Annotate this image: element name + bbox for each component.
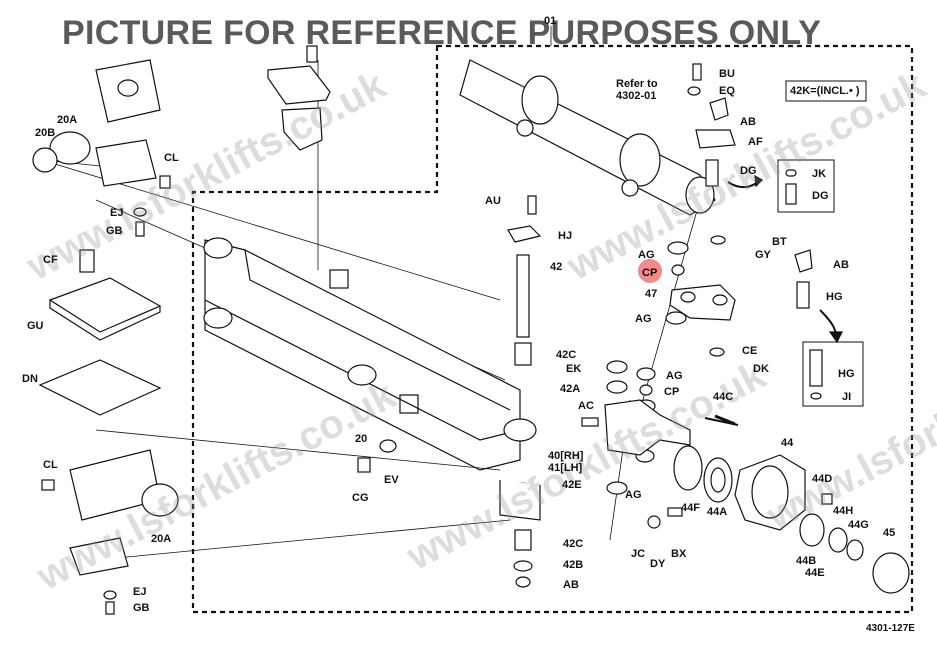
part-label: EJ — [133, 586, 147, 598]
part-label: HJ — [558, 230, 573, 242]
part-label: 47 — [645, 288, 658, 300]
hub-cap — [872, 552, 910, 594]
part-label: EK — [566, 363, 582, 375]
part-label: BT — [772, 236, 787, 248]
part-label: CF — [43, 254, 58, 266]
part-label: DG — [812, 190, 829, 202]
highlight-marker — [638, 259, 662, 283]
part-label: BU — [719, 68, 735, 80]
part-label: HG — [838, 368, 855, 380]
part-label: 44H — [833, 505, 854, 517]
part-label: GU — [27, 320, 44, 332]
part-label: 42C — [556, 349, 577, 361]
part-label: DK — [753, 363, 769, 375]
part-label: DG — [740, 165, 757, 177]
steering-cylinder — [459, 59, 716, 216]
part-label: GY — [755, 249, 771, 261]
part-label: DN — [22, 373, 38, 385]
part-label: EQ — [719, 85, 735, 97]
part-label: 20B — [35, 127, 56, 139]
part-label-highlighted: CP — [642, 267, 658, 279]
part-label: 44E — [805, 567, 825, 579]
part-label: JI — [842, 391, 852, 403]
mount-block-top — [95, 59, 161, 123]
part-label: AC — [578, 400, 594, 412]
reference-banner: PICTURE FOR REFERENCE PURPOSES ONLY — [62, 14, 822, 52]
part-label: 42 — [550, 261, 563, 273]
part-label: 44G — [848, 519, 869, 531]
part-label: EJ — [110, 207, 124, 219]
part-label: AG — [625, 489, 642, 501]
part-label: 44B — [796, 555, 817, 567]
steering-knuckle — [604, 399, 691, 456]
legend-box — [785, 80, 867, 102]
part-label: 42A — [560, 383, 581, 395]
part-label: JK — [812, 168, 827, 180]
figure-code: 4301-127E — [866, 623, 915, 634]
part-label: AB — [740, 116, 756, 128]
steering-arm — [669, 284, 736, 321]
part-label: JC — [631, 548, 646, 560]
part-label: AU — [485, 195, 501, 207]
part-label: AG — [635, 313, 652, 325]
part-label: 44A — [707, 506, 728, 518]
part-label: GB — [133, 602, 150, 614]
part-label: CL — [43, 459, 58, 471]
refer-note-line2: 4302-01 — [616, 90, 657, 102]
part-label: 44D — [812, 473, 833, 485]
part-label: 40[RH] — [548, 450, 584, 462]
part-label: AB — [563, 579, 579, 591]
part-label: CP — [664, 386, 680, 398]
part-label: AF — [748, 136, 763, 148]
part-label: AG — [638, 249, 655, 261]
part-label: 20A — [57, 114, 78, 126]
part-label: 42E — [562, 479, 582, 491]
part-label: GB — [106, 225, 123, 237]
legend-box-text: 42K=(INCL.• ) — [790, 85, 860, 97]
part-label: CG — [352, 492, 369, 504]
part-label: 20A — [151, 533, 172, 545]
part-label: AB — [833, 259, 849, 271]
part-label: BX — [671, 548, 687, 560]
part-label: CE — [742, 345, 758, 357]
part-label: 44F — [681, 502, 700, 514]
part-label: 01 — [544, 15, 557, 27]
part-label: 45 — [883, 527, 896, 539]
part-label: 44C — [713, 391, 734, 403]
part-label: HG — [826, 291, 843, 303]
part-label: DY — [650, 558, 666, 570]
refer-note-line1: Refer to — [616, 78, 658, 90]
king-pin — [516, 254, 530, 338]
plate-gu — [48, 277, 162, 333]
part-label: 42C — [563, 538, 584, 550]
part-label: 41[LH] — [548, 462, 583, 474]
plate-dn — [38, 359, 162, 416]
seal — [673, 445, 703, 491]
part-label: 44 — [781, 437, 794, 449]
part-label: AG — [666, 370, 683, 382]
part-label: EV — [384, 474, 399, 486]
part-label: CL — [164, 152, 179, 164]
axle-beam — [203, 237, 541, 521]
assembly-boundary — [191, 44, 914, 614]
part-label: 42B — [563, 559, 584, 571]
part-label: 20 — [355, 433, 368, 445]
